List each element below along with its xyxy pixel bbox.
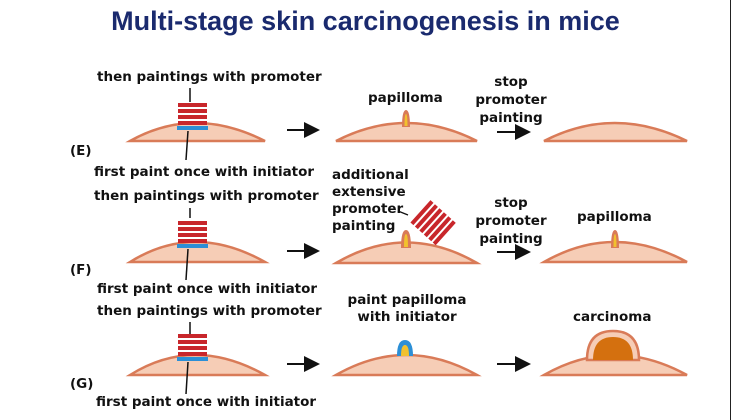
row-e-promoter-stack (178, 103, 207, 125)
row-e-arrow2-label-3: painting (479, 110, 542, 126)
row-g-carcinoma (593, 337, 633, 360)
page-title: Multi-stage skin carcinogenesis in mice (111, 6, 620, 36)
row-e: then paintings with promoter (E) first p… (70, 69, 688, 180)
row-g: then paintings with promoter (G) first p… (70, 292, 688, 410)
row-g-bottom-label: first paint once with initiator (96, 394, 316, 410)
row-f-promoter-stack (178, 221, 207, 243)
row-e-letter: (E) (70, 143, 92, 159)
row-f-mid-label-2: extensive (332, 184, 406, 200)
row-e-skin-2 (335, 121, 478, 143)
row-g-mid-label-2: with initiator (357, 309, 457, 325)
row-f-bottom-label: first paint once with initiator (97, 281, 317, 297)
row-f-right-label: papilloma (577, 209, 652, 225)
row-f-letter: (F) (70, 262, 92, 278)
row-e-top-label: then paintings with promoter (97, 69, 322, 85)
row-e-arrow2-label-2: promoter (475, 92, 547, 108)
row-f-promoter-pointer (397, 210, 409, 216)
row-e-bottom-pointer (185, 130, 189, 161)
row-f: then paintings with promoter (F) first p… (70, 167, 688, 297)
row-f-skin-3 (539, 240, 688, 264)
row-g-letter: (G) (70, 376, 93, 392)
row-g-bottom-pointer (185, 361, 189, 395)
row-f-bottom-pointer (185, 248, 189, 281)
row-e-mid-label: papilloma (368, 90, 443, 106)
row-e-bottom-label: first paint once with initiator (94, 164, 314, 180)
row-f-mid-label-1: additional (332, 167, 409, 183)
row-f-mid-label-4: painting (332, 218, 395, 234)
row-f-top-label: then paintings with promoter (94, 188, 319, 204)
row-g-right-label: carcinoma (573, 309, 651, 325)
row-g-top-label: then paintings with promoter (97, 303, 322, 319)
row-g-initiator-layer (177, 357, 208, 361)
row-g-skin-2 (331, 353, 482, 377)
row-f-initiator-layer (177, 244, 208, 248)
row-e-arrow2-label-1: stop (494, 74, 528, 90)
row-g-mid-label-1: paint papilloma (348, 292, 467, 308)
row-f-fanned-promoter (410, 200, 456, 246)
row-e-initiator-layer (177, 126, 208, 130)
row-f-arrow2-label-3: painting (479, 231, 542, 247)
row-f-mid-label-3: promoter (332, 201, 404, 217)
row-e-skin-1 (125, 121, 266, 143)
row-f-skin-2 (331, 241, 482, 265)
row-f-arrow2-label-2: promoter (475, 213, 547, 229)
row-e-skin-3 (543, 121, 688, 143)
row-f-arrow2-label-1: stop (494, 195, 528, 211)
row-g-promoter-stack (178, 334, 207, 356)
